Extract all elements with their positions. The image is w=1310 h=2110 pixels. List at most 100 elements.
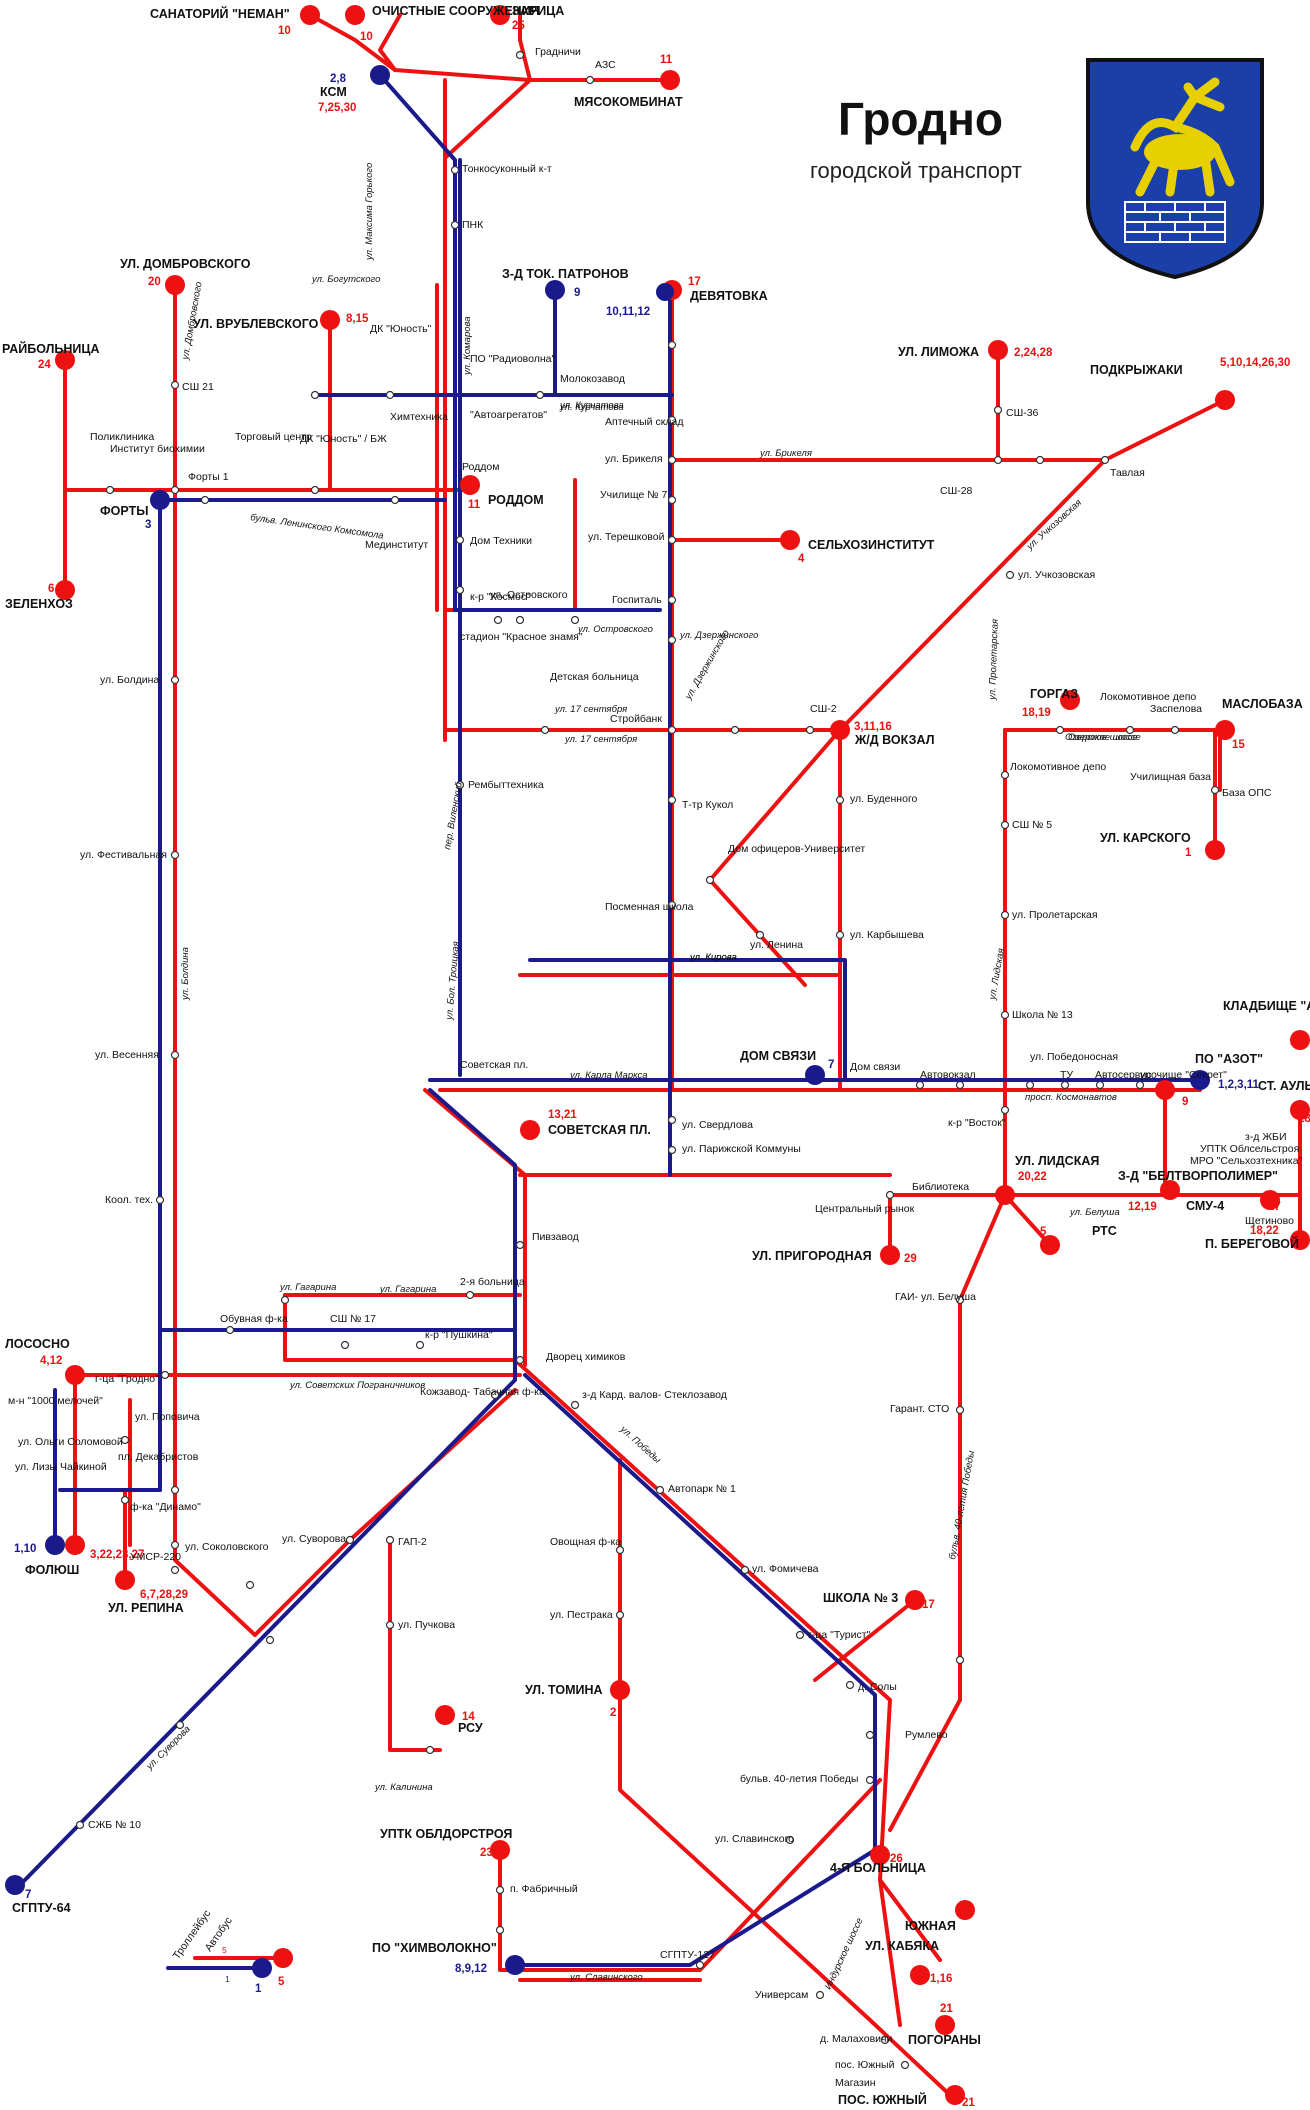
terminal-forty[interactable] [150, 490, 170, 510]
stop-marker[interactable] [450, 165, 460, 175]
stop-marker[interactable] [655, 1485, 665, 1495]
stop-marker[interactable] [815, 1990, 825, 2000]
stop-marker[interactable] [835, 795, 845, 805]
stop-marker[interactable] [385, 390, 395, 400]
terminal-devyatovka-trolley[interactable] [656, 283, 674, 301]
stop-marker[interactable] [993, 405, 1003, 415]
stop-marker[interactable] [570, 615, 580, 625]
stop-marker[interactable] [955, 1655, 965, 1665]
stop-marker[interactable] [495, 1885, 505, 1895]
stop-marker[interactable] [667, 595, 677, 605]
stop-marker[interactable] [540, 725, 550, 735]
stop-marker[interactable] [310, 485, 320, 495]
stop-marker[interactable] [1000, 770, 1010, 780]
terminal-lososno[interactable] [65, 1365, 85, 1385]
stop-marker[interactable] [667, 495, 677, 505]
stop-marker[interactable] [120, 1435, 130, 1445]
stop-marker[interactable] [105, 485, 115, 495]
terminal-beltvorpolimer[interactable] [1160, 1180, 1180, 1200]
terminal-prigorodnaya[interactable] [880, 1245, 900, 1265]
terminal-patronov[interactable] [545, 280, 565, 300]
terminal-folyush-trolley[interactable] [45, 1535, 65, 1555]
stop-marker[interactable] [667, 535, 677, 545]
terminal-zhd-vokzal[interactable] [830, 720, 850, 740]
terminal-shkola-3[interactable] [905, 1590, 925, 1610]
terminal-dombrovskogo[interactable] [165, 275, 185, 295]
terminal-karskogo[interactable] [1205, 840, 1225, 860]
terminal-myasokombinat[interactable] [660, 70, 680, 90]
terminal-repina[interactable] [115, 1570, 135, 1590]
terminal-podkryzhaki[interactable] [1215, 390, 1235, 410]
stop-marker[interactable] [667, 455, 677, 465]
stop-marker[interactable] [225, 1325, 235, 1335]
terminal-tomina[interactable] [610, 1680, 630, 1700]
stop-marker[interactable] [490, 1390, 500, 1400]
stop-marker[interactable] [170, 1050, 180, 1060]
stop-marker[interactable] [1005, 570, 1015, 580]
terminal-kladbishche-auls[interactable] [1290, 1030, 1310, 1050]
terminal-zelenkhoz[interactable] [55, 580, 75, 600]
terminal-pogorany[interactable] [935, 2015, 955, 2035]
stop-marker[interactable] [993, 455, 1003, 465]
stop-marker[interactable] [515, 615, 525, 625]
stop-marker[interactable] [667, 415, 677, 425]
terminal-sovetskaya-pl[interactable] [520, 1120, 540, 1140]
stop-marker[interactable] [495, 1925, 505, 1935]
stop-marker[interactable] [615, 1610, 625, 1620]
stop-marker[interactable] [265, 1635, 275, 1645]
stop-marker[interactable] [390, 495, 400, 505]
stop-marker[interactable] [1025, 1080, 1035, 1090]
stop-marker[interactable] [695, 1960, 705, 1970]
stop-marker[interactable] [1170, 725, 1180, 735]
stop-marker[interactable] [170, 1565, 180, 1575]
stop-marker[interactable] [515, 50, 525, 60]
stop-marker[interactable] [340, 1340, 350, 1350]
stop-marker[interactable] [1210, 785, 1220, 795]
stop-marker[interactable] [667, 635, 677, 645]
stop-marker[interactable] [805, 725, 815, 735]
stop-marker[interactable] [245, 1580, 255, 1590]
stop-marker[interactable] [740, 1565, 750, 1575]
terminal-azot[interactable] [1155, 1080, 1175, 1100]
stop-marker[interactable] [175, 1720, 185, 1730]
terminal-rsu[interactable] [435, 1705, 455, 1725]
terminal-gorgaz[interactable] [1060, 690, 1080, 710]
terminal-raibolnitsa[interactable] [55, 350, 75, 370]
terminal-dom-svyazi[interactable] [805, 1065, 825, 1085]
stop-marker[interactable] [155, 1195, 165, 1205]
stop-marker[interactable] [1125, 725, 1135, 735]
stop-marker[interactable] [415, 1340, 425, 1350]
stop-marker[interactable] [730, 725, 740, 735]
stop-marker[interactable] [570, 1400, 580, 1410]
terminal-sanatoriy-neman[interactable] [300, 5, 320, 25]
terminal-ochistnye[interactable] [345, 5, 365, 25]
stop-marker[interactable] [515, 1355, 525, 1365]
stop-marker[interactable] [450, 220, 460, 230]
terminal-sgptu-64[interactable] [5, 1875, 25, 1895]
stop-marker[interactable] [880, 2035, 890, 2045]
terminal-rts[interactable] [1040, 1235, 1060, 1255]
stop-marker[interactable] [200, 495, 210, 505]
stop-marker[interactable] [955, 1080, 965, 1090]
stop-marker[interactable] [865, 1775, 875, 1785]
terminal-roddom[interactable] [460, 475, 480, 495]
stop-marker[interactable] [845, 1680, 855, 1690]
terminal-khimvolokno[interactable] [505, 1955, 525, 1975]
terminal-uptk[interactable] [490, 1840, 510, 1860]
stop-marker[interactable] [170, 1540, 180, 1550]
stop-marker[interactable] [455, 780, 465, 790]
stop-marker[interactable] [75, 1820, 85, 1830]
stop-marker[interactable] [1035, 455, 1045, 465]
terminal-selkhozinstitut[interactable] [780, 530, 800, 550]
terminal-beregovoy[interactable] [1290, 1230, 1310, 1250]
stop-marker[interactable] [120, 1495, 130, 1505]
stop-marker[interactable] [835, 930, 845, 940]
stop-marker[interactable] [1000, 910, 1010, 920]
stop-marker[interactable] [667, 1115, 677, 1125]
stop-marker[interactable] [885, 1190, 895, 1200]
stop-marker[interactable] [1000, 1105, 1010, 1115]
terminal-pos-yuzhny[interactable] [945, 2085, 965, 2105]
stop-marker[interactable] [585, 75, 595, 85]
terminal-ksm[interactable] [370, 65, 390, 85]
stop-marker[interactable] [160, 1370, 170, 1380]
